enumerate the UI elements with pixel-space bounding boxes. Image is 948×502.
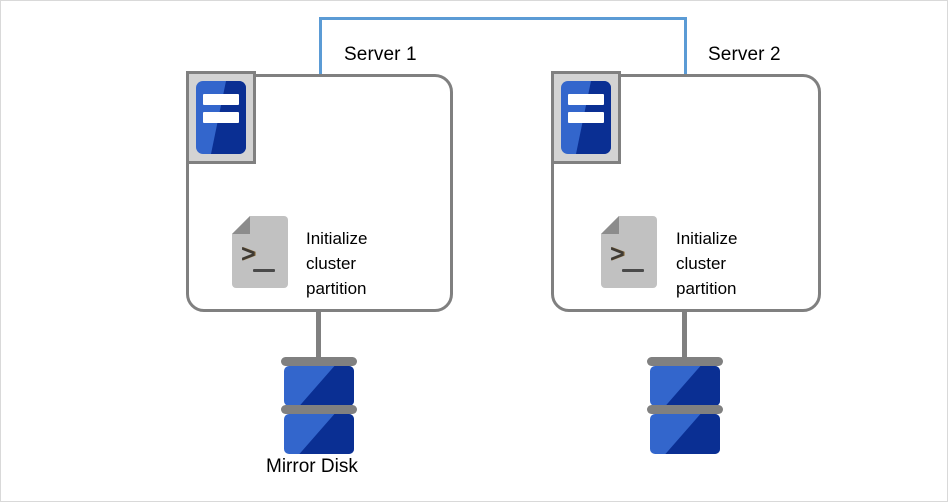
disk-stack-icon-2-platter-top (650, 366, 720, 406)
server-1-box[interactable] (186, 74, 453, 312)
server-1-action-text: Initialize cluster partition (306, 229, 368, 298)
command-prompt-icon-fold (601, 216, 619, 234)
disk-stack-icon-1-cap-middle (281, 405, 357, 414)
command-prompt-icon-fold (232, 216, 250, 234)
disk-stack-icon-1-platter-bottom (284, 414, 354, 454)
server-machine-icon-bar-bottom (568, 112, 604, 123)
command-prompt-icon-caret: > (610, 240, 625, 268)
server-machine-icon (551, 71, 621, 164)
disk-stack-icon-2-cap-middle (647, 405, 723, 414)
command-prompt-icon-caret: > (241, 240, 256, 268)
server-2-label: Server 2 (708, 44, 781, 65)
command-prompt-icon-cursor (622, 269, 644, 272)
server-machine-icon-bar-top (203, 94, 239, 105)
disk-stack-icon-1 (281, 357, 357, 457)
server-machine-icon-bar-bottom (203, 112, 239, 123)
disk-stack-icon-1-platter-top (284, 366, 354, 406)
server-machine-icon (186, 71, 256, 164)
disk-stack-icon-2-platter-bottom (650, 414, 720, 454)
server-2-disk-connector (682, 312, 687, 360)
server-1-label: Server 1 (344, 44, 417, 65)
disk-stack-icon-1-platter-top-shading (299, 366, 354, 406)
mirror-disk-label: Mirror Disk (266, 456, 358, 477)
heartbeat-link-top-segment (319, 17, 687, 20)
disk-stack-icon-2-platter-top-shading (665, 366, 720, 406)
disk-stack-icon-2-platter-bottom-shading (665, 414, 720, 454)
disk-stack-icon-2 (647, 357, 723, 457)
server-2-action-text: Initialize cluster partition (676, 229, 738, 298)
disk-stack-icon-1-cap-top (281, 357, 357, 366)
disk-stack-icon-2-cap-top (647, 357, 723, 366)
heartbeat-link-right-segment (684, 17, 687, 75)
server-1-disk-connector (316, 312, 321, 360)
server-machine-icon-body (561, 81, 611, 154)
heartbeat-link-left-segment (319, 17, 322, 75)
server-machine-icon-bar-top (568, 94, 604, 105)
disk-stack-icon-1-platter-bottom-shading (299, 414, 354, 454)
server-machine-icon-body (196, 81, 246, 154)
command-prompt-icon: > (232, 216, 288, 288)
command-prompt-icon: > (601, 216, 657, 288)
command-prompt-icon-cursor (253, 269, 275, 272)
